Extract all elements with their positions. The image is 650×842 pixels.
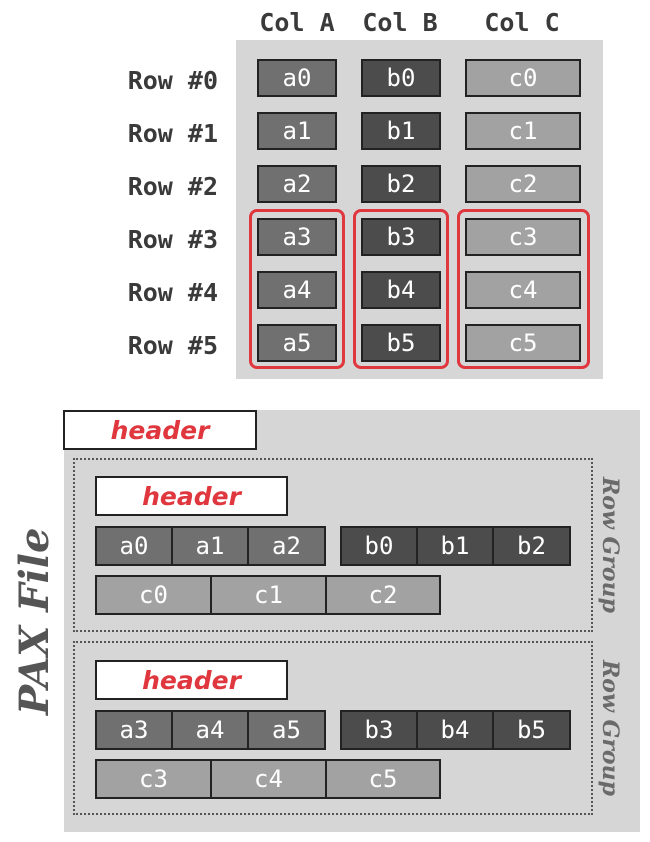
cell-b3: b3 — [361, 218, 441, 256]
cell-a0: a0 — [257, 59, 337, 97]
highlight-col-c — [457, 209, 590, 369]
cell-a1: a1 — [257, 112, 337, 150]
cell-a2: a2 — [257, 165, 337, 203]
row-label-2: Row #2 — [127, 172, 218, 201]
file-header: header — [63, 410, 257, 450]
row-group-1 — [73, 458, 593, 632]
row-label-3: Row #3 — [127, 225, 218, 254]
rg2-seg-a3: a3 — [95, 710, 173, 750]
column-header-c: Col C — [484, 8, 560, 37]
rg2-seg-c5: c5 — [325, 759, 441, 799]
row-label-5: Row #5 — [127, 331, 218, 360]
row-label-1: Row #1 — [127, 119, 218, 148]
cell-c1: c1 — [465, 112, 581, 150]
rg1-seg-b1: b1 — [416, 526, 494, 566]
cell-b2: b2 — [361, 165, 441, 203]
rg1-seg-b0: b0 — [340, 526, 418, 566]
rg1-seg-c2: c2 — [325, 575, 441, 615]
cell-b4: b4 — [361, 271, 441, 309]
cell-c2: c2 — [465, 165, 581, 203]
rg1-seg-a1: a1 — [171, 526, 249, 566]
cell-b1: b1 — [361, 112, 441, 150]
column-header-a: Col A — [259, 8, 335, 37]
rg1-seg-c1: c1 — [210, 575, 327, 615]
row-group-1-title: Row Group — [597, 477, 623, 613]
column-header-b: Col B — [362, 8, 438, 37]
row-group-1-header: header — [95, 476, 288, 516]
rg2-seg-b5: b5 — [492, 710, 571, 750]
cell-c4: c4 — [465, 271, 581, 309]
cell-c5: c5 — [465, 324, 581, 362]
rg1-seg-b2: b2 — [492, 526, 571, 566]
highlight-col-b — [353, 209, 449, 369]
row-group-2 — [73, 641, 593, 815]
cell-a5: a5 — [257, 324, 337, 362]
rg2-seg-c3: c3 — [95, 759, 212, 799]
cell-b5: b5 — [361, 324, 441, 362]
highlight-col-a — [249, 209, 345, 369]
cell-a3: a3 — [257, 218, 337, 256]
rg1-seg-a0: a0 — [95, 526, 173, 566]
rg1-seg-a2: a2 — [247, 526, 326, 566]
rg2-seg-b3: b3 — [340, 710, 418, 750]
row-group-2-title: Row Group — [597, 660, 623, 796]
cell-c0: c0 — [465, 59, 581, 97]
pax-file-title: PAX File — [11, 527, 58, 715]
row-label-0: Row #0 — [127, 66, 218, 95]
row-label-4: Row #4 — [127, 278, 218, 307]
rg2-seg-b4: b4 — [416, 710, 494, 750]
rg2-seg-a4: a4 — [171, 710, 249, 750]
cell-b0: b0 — [361, 59, 441, 97]
cell-a4: a4 — [257, 271, 337, 309]
cell-c3: c3 — [465, 218, 581, 256]
rg2-seg-a5: a5 — [247, 710, 326, 750]
rg2-seg-c4: c4 — [210, 759, 327, 799]
row-group-2-header: header — [95, 660, 288, 700]
rg1-seg-c0: c0 — [95, 575, 212, 615]
